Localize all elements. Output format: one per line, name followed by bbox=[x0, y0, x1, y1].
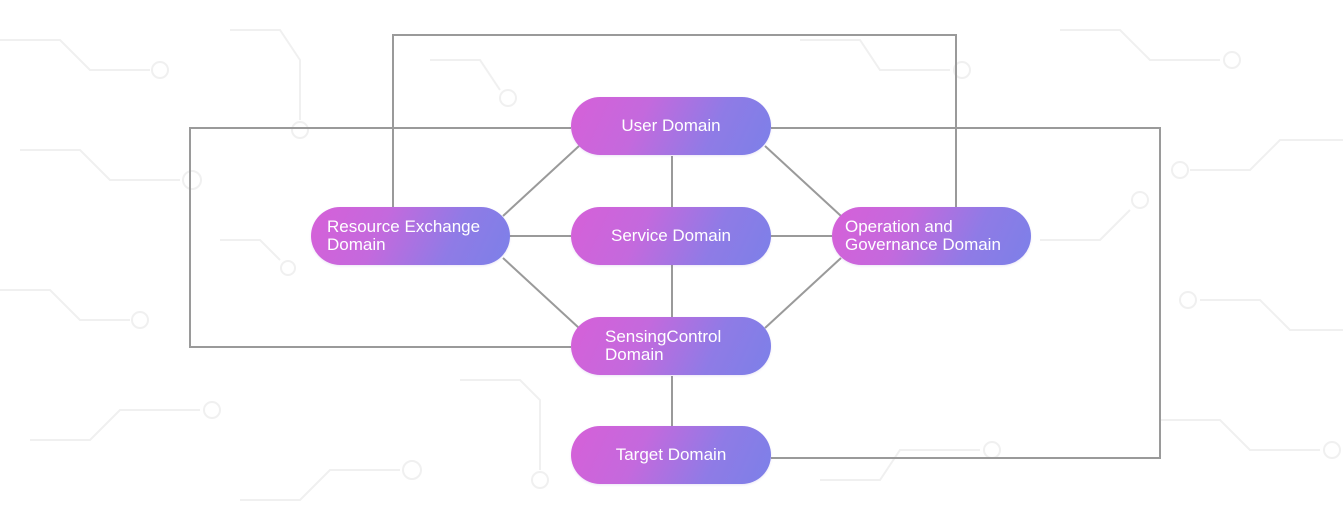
connector-resource-to-operation-top bbox=[392, 34, 957, 207]
operation-and-governance-domain-label: Operation and Governance Domain bbox=[845, 217, 1001, 254]
connector-resource-to-user bbox=[502, 145, 580, 217]
sensing-control-domain-node[interactable]: SensingControl Domain bbox=[571, 317, 771, 375]
operation-and-governance-domain-node[interactable]: Operation and Governance Domain bbox=[832, 207, 1031, 265]
sensing-control-domain-label: SensingControl Domain bbox=[605, 327, 722, 364]
target-domain-node[interactable]: Target Domain bbox=[571, 426, 771, 484]
service-domain-node[interactable]: Service Domain bbox=[571, 207, 771, 265]
resource-exchange-domain-node[interactable]: Resource Exchange Domain bbox=[311, 207, 510, 265]
resource-exchange-domain-label: Resource Exchange Domain bbox=[327, 217, 481, 254]
connector-resource-to-sensing bbox=[502, 257, 580, 329]
service-domain-label: Service Domain bbox=[611, 226, 731, 245]
connector-user-to-target-right bbox=[771, 127, 1161, 459]
target-domain-label: Target Domain bbox=[615, 445, 727, 464]
connector-user-to-operation bbox=[764, 145, 842, 217]
user-domain-node[interactable]: User Domain bbox=[571, 97, 771, 155]
user-domain-label: User Domain bbox=[621, 116, 721, 135]
connector-operation-to-sensing bbox=[764, 257, 842, 329]
connector-sensing-to-user-left bbox=[189, 127, 571, 348]
